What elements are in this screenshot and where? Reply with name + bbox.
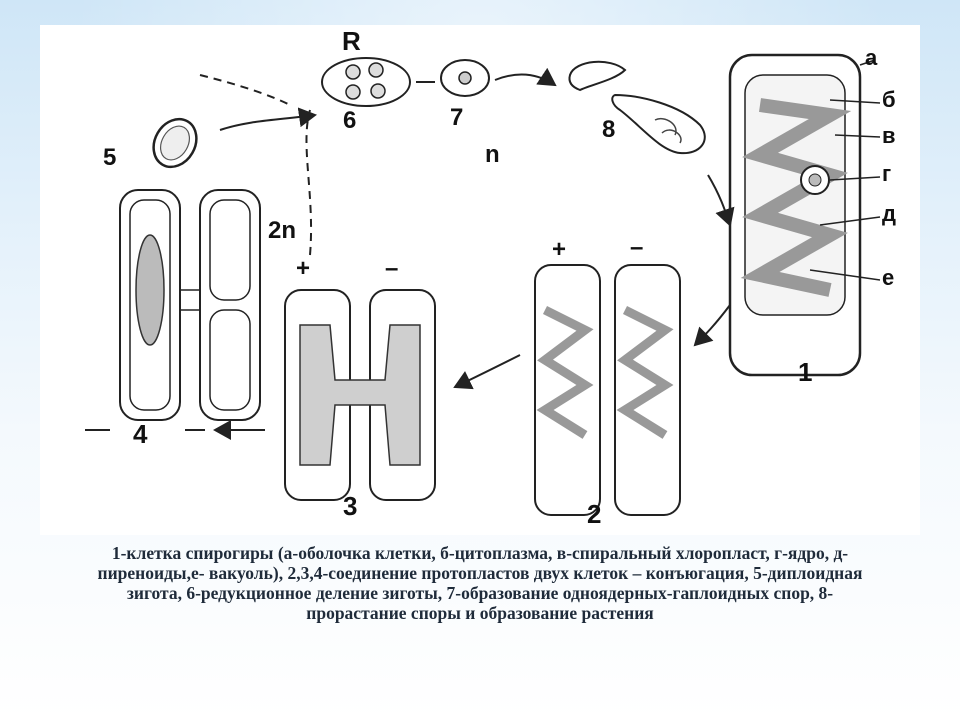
label-v: в	[882, 123, 896, 148]
label-g: г	[882, 161, 891, 186]
label-R: R	[342, 26, 361, 56]
label-7: 7	[450, 104, 463, 131]
haploid-spore	[440, 59, 490, 97]
zygote-reduction-division	[321, 57, 411, 107]
conjugation-stage-2	[534, 264, 681, 516]
figure-caption: 1-клетка спирогиры (а-оболочка клетки, б…	[20, 543, 940, 623]
caption-line-4: прорастание споры и образование растения	[306, 603, 654, 623]
label-2: 2	[587, 499, 601, 529]
label-2n: 2n	[268, 217, 296, 244]
label-1: 1	[798, 357, 812, 387]
caption-line-1: 1-клетка спирогиры (а-оболочка клетки, б…	[111, 543, 849, 563]
label-8: 8	[602, 116, 615, 143]
cell-part-pointers	[809, 59, 881, 281]
diploid-zygote	[152, 117, 198, 169]
label-e: е	[882, 265, 894, 290]
label-minus-stage2: –	[630, 234, 643, 261]
conjugation-stage-4	[119, 189, 261, 421]
label-b: б	[882, 87, 896, 112]
label-a: а	[865, 45, 878, 70]
lifecycle-arrows	[85, 67, 735, 440]
germinating-spore	[568, 60, 706, 155]
label-minus-stage3: –	[385, 255, 398, 282]
label-3: 3	[343, 491, 357, 521]
diagram-drawing: R 6 7 8 n 5 2n 4 3 2 1 + – + – а б в г д…	[85, 26, 896, 529]
label-plus-stage2: +	[552, 236, 566, 263]
caption-line-2: пиреноиды,е- вакуоль), 2,3,4-соединение …	[97, 563, 863, 583]
spirogyra-diagram: R 6 7 8 n 5 2n 4 3 2 1 + – + – а б в г д…	[40, 25, 920, 535]
label-plus-stage3: +	[296, 255, 310, 282]
label-6: 6	[343, 107, 356, 134]
spirogyra-cell	[728, 53, 862, 377]
label-n: n	[485, 141, 500, 168]
caption-line-3: зигота, 6-редукционное деление зиготы, 7…	[126, 583, 834, 603]
conjugation-stage-3	[284, 289, 436, 501]
label-4: 4	[133, 419, 148, 449]
label-5: 5	[103, 144, 116, 171]
label-d: д	[882, 201, 896, 226]
